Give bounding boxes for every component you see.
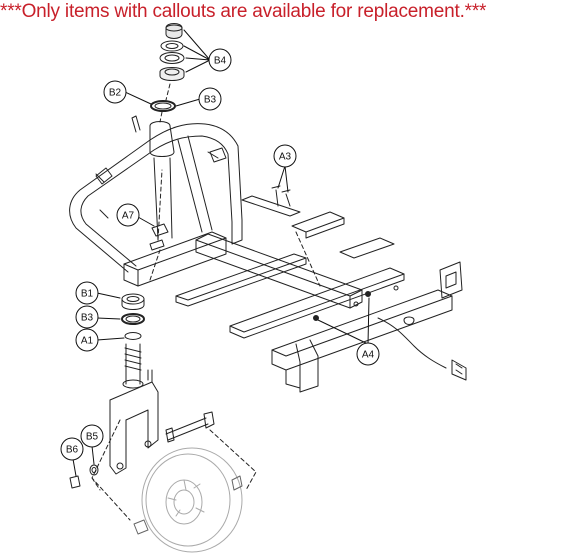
callout-label-b1: B1: [81, 289, 94, 300]
frame-assembly: [69, 121, 463, 393]
callout-label-b3-lower: B3: [81, 313, 94, 324]
callout-b2: B2: [103, 80, 127, 104]
callout-a1: A1: [75, 328, 99, 352]
callout-label-a1: A1: [81, 336, 94, 347]
callout-a4: A4: [356, 342, 380, 366]
wiring-harness: [377, 316, 467, 381]
callout-b1: B1: [75, 281, 99, 305]
replacement-notice: ***Only items with callouts are availabl…: [0, 1, 487, 22]
callout-label-b5: B5: [86, 432, 99, 443]
callout-b3-lower: B3: [75, 305, 99, 329]
hardware: [69, 185, 371, 489]
callout-a3: A3: [273, 144, 297, 168]
callout-label-b2: B2: [109, 88, 122, 99]
caster-wheel: [133, 447, 243, 553]
callout-label-b6: B6: [66, 445, 79, 456]
callout-a7: A7: [116, 203, 140, 227]
fork-assembly: [91, 169, 321, 521]
upper-bearing-stack: [131, 23, 185, 133]
callout-label-b4: B4: [214, 56, 227, 67]
callout-b5: B5: [80, 424, 104, 448]
callout-label-a4: A4: [362, 350, 375, 361]
callout-label-b3-upper: B3: [204, 95, 217, 106]
callout-b4: B4: [208, 48, 232, 72]
callout-label-a3: A3: [279, 152, 292, 163]
leader-lines: [72, 29, 370, 477]
callout-label-a7: A7: [122, 211, 135, 222]
callout-b6: B6: [60, 437, 84, 461]
callout-b3-upper: B3: [198, 87, 222, 111]
